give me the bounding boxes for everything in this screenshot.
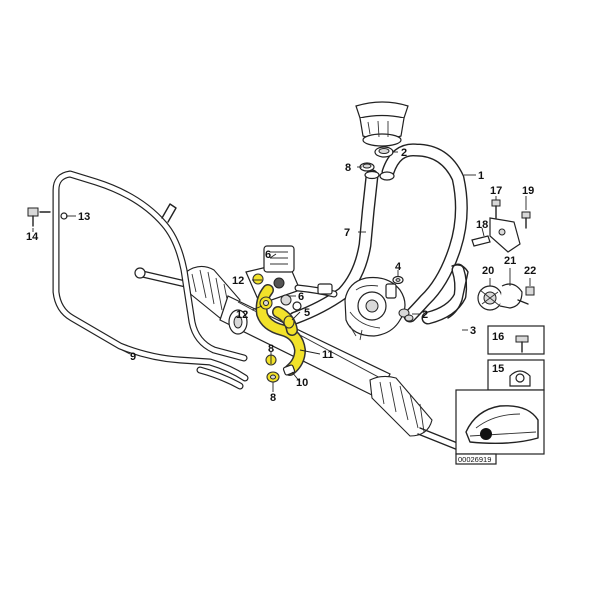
bracket-18 [471, 217, 521, 253]
suction-hose-7 [288, 169, 380, 325]
vehicle-location-box: 00026919 [455, 389, 545, 465]
callout-6-upper: 6 [265, 249, 271, 261]
clamp-21 [499, 283, 529, 309]
callout-21: 21 [504, 255, 516, 267]
callout-2-pump: 2 [422, 309, 428, 321]
callout-2-top: 2 [401, 147, 407, 159]
power-steering-pump [344, 276, 414, 341]
callout-16: 16 [492, 331, 504, 343]
callout-3: 3 [470, 325, 476, 337]
callout-15: 15 [492, 363, 504, 375]
callout-5: 5 [304, 307, 310, 319]
callout-8-top: 8 [345, 162, 351, 174]
detail-box-15 [487, 359, 545, 391]
callout-10: 10 [296, 377, 308, 389]
callout-11: 11 [322, 349, 334, 361]
callout-18: 18 [476, 219, 488, 231]
hose-clamp-8-top [359, 162, 375, 172]
callout-19: 19 [522, 185, 534, 197]
bolt-19 [521, 211, 531, 229]
nut-22 [525, 286, 535, 296]
fitting-10 [282, 364, 296, 376]
callout-17: 17 [490, 185, 502, 197]
pressure-line-11 [294, 283, 338, 298]
hose-clamp-2-top [374, 146, 394, 158]
cooling-loop-9 [52, 170, 249, 390]
washer-8-lower [266, 371, 280, 383]
washer-12-upper [252, 273, 264, 285]
callout-4: 4 [395, 261, 402, 273]
fluid-reservoir [355, 101, 409, 147]
callout-1: 1 [478, 170, 484, 182]
callout-8-middle: 8 [268, 343, 274, 355]
callout-6-lower: 6 [298, 291, 304, 303]
callout-labels: 1 2 2 3 4 5 6 6 7 8 8 8 9 10 11 12 12 13… [26, 147, 536, 404]
callout-12-upper: 12 [232, 275, 244, 287]
rubber-bushing-20 [477, 285, 503, 311]
screw-14 [27, 207, 51, 227]
callout-13: 13 [78, 211, 90, 223]
diagram-code: 00026919 [458, 455, 491, 464]
callout-20: 20 [482, 265, 494, 277]
callout-7: 7 [344, 227, 350, 239]
leader-lines [32, 151, 531, 392]
callout-14: 14 [26, 231, 39, 243]
callout-9: 9 [130, 351, 136, 363]
washer-12-lower [259, 296, 273, 310]
washer-4 [392, 275, 404, 285]
bolt-17 [491, 199, 501, 219]
washer-5 [283, 315, 295, 329]
detail-box-16 [487, 325, 545, 355]
callout-22: 22 [524, 265, 536, 277]
banjo-bolts-6 [273, 277, 302, 311]
callout-8-lower: 8 [270, 392, 276, 404]
return-hose-1 [379, 143, 468, 323]
callout-12-lower: 12 [236, 309, 248, 321]
hose-3 [421, 263, 469, 325]
